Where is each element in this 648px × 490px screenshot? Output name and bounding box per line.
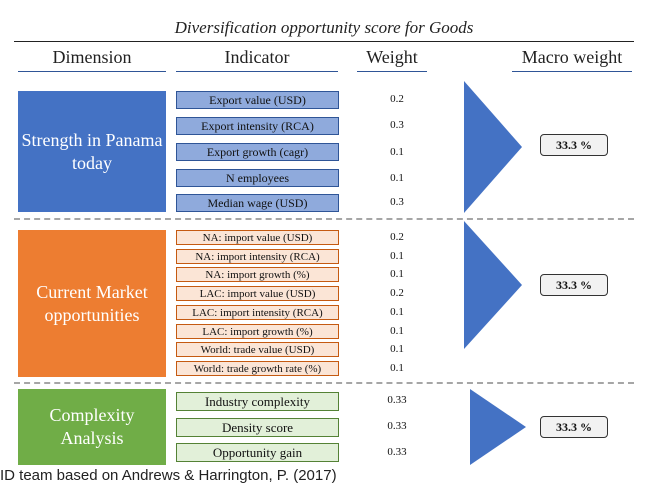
weight-value: 0.33 <box>387 446 407 458</box>
indicator-na-import-growth: NA: import growth (%) <box>176 267 339 282</box>
macro-weight-complexity: 33.3 % <box>540 416 608 438</box>
header-rule-macro-weight <box>512 71 632 72</box>
indicator-lac-import-growth: LAC: import growth (%) <box>176 324 339 339</box>
dimension-strength: Strength in Panama today <box>18 91 166 212</box>
weight-value: 0.1 <box>390 362 404 374</box>
weight-value: 0.1 <box>390 268 404 280</box>
arrow-triangle <box>464 221 522 349</box>
weight-value: 0.2 <box>390 287 404 299</box>
arrow-complexity <box>470 389 526 465</box>
arrow-triangle <box>464 81 522 213</box>
arrow-triangle <box>470 389 526 465</box>
section-separator <box>14 382 634 384</box>
indicator-export-growth: Export growth (cagr) <box>176 143 339 161</box>
weight-value: 0.33 <box>387 420 407 432</box>
section-separator <box>14 218 634 220</box>
diagram-title: Diversification opportunity score for Go… <box>174 18 474 37</box>
weight-value: 0.33 <box>387 394 407 406</box>
indicator-na-import-intensity: NA: import intensity (RCA) <box>176 249 339 264</box>
macro-weight-strength: 33.3 % <box>540 134 608 156</box>
arrow-market <box>464 221 522 349</box>
dimension-complexity: Complexity Analysis <box>18 389 166 465</box>
indicator-median-wage: Median wage (USD) <box>176 194 339 212</box>
weight-value: 0.1 <box>390 250 404 262</box>
header-indicator: Indicator <box>224 47 290 67</box>
weight-value: 0.3 <box>390 196 404 208</box>
weight-value: 0.3 <box>390 119 404 131</box>
indicator-export-value: Export value (USD) <box>176 91 339 109</box>
title-rule <box>14 41 634 42</box>
indicator-industry-complexity: Industry complexity <box>176 392 339 411</box>
indicator-na-import-value: NA: import value (USD) <box>176 230 339 245</box>
weight-value: 0.2 <box>390 231 404 243</box>
weight-value: 0.1 <box>390 146 404 158</box>
source-footnote: ID team based on Andrews & Harrington, P… <box>0 467 337 484</box>
header-rule-indicator <box>176 71 338 72</box>
weight-value: 0.1 <box>390 325 404 337</box>
weight-value: 0.1 <box>390 343 404 355</box>
header-macro-weight: Macro weight <box>521 47 623 67</box>
dimension-market-opportunities: Current Market opportunities <box>18 230 166 377</box>
weight-value: 0.2 <box>390 93 404 105</box>
arrow-strength <box>464 81 522 213</box>
indicator-world-trade-growth: World: trade growth rate (%) <box>176 361 339 376</box>
header-rule-dimension <box>18 71 166 72</box>
indicator-export-intensity: Export intensity (RCA) <box>176 117 339 135</box>
weight-value: 0.1 <box>390 306 404 318</box>
header-rule-weight <box>357 71 427 72</box>
indicator-world-trade-value: World: trade value (USD) <box>176 342 339 357</box>
indicator-lac-import-value: LAC: import value (USD) <box>176 286 339 301</box>
weight-value: 0.1 <box>390 172 404 184</box>
header-dimension: Dimension <box>52 47 132 67</box>
indicator-opportunity-gain: Opportunity gain <box>176 443 339 462</box>
indicator-n-employees: N employees <box>176 169 339 187</box>
indicator-lac-import-intensity: LAC: import intensity (RCA) <box>176 305 339 320</box>
indicator-density-score: Density score <box>176 418 339 437</box>
header-weight: Weight <box>366 47 418 67</box>
macro-weight-market: 33.3 % <box>540 274 608 296</box>
